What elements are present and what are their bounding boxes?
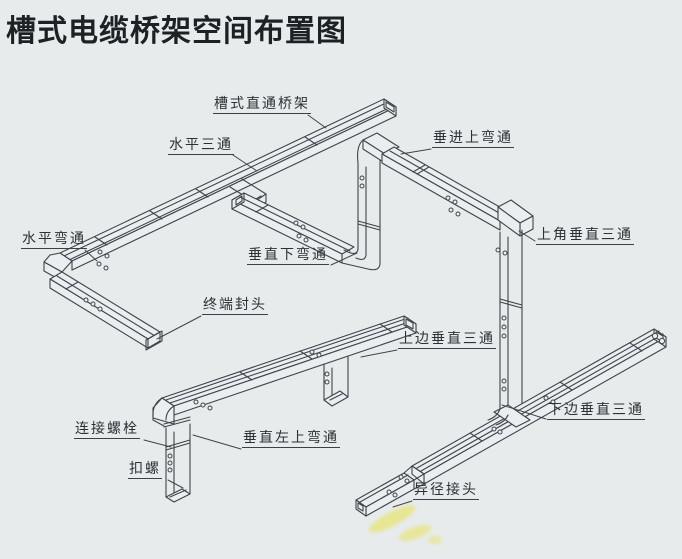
label-lower-side-vertical-tee: 下边垂直三通: [547, 401, 645, 421]
lower-side-vertical-tee-junction: [487, 404, 531, 435]
label-trough-straight-tray: 槽式直通桥架: [213, 95, 311, 115]
label-buckle-screw: 扣螺: [128, 460, 162, 480]
main-straight-tray: [59, 98, 397, 271]
highlighter-mark: [428, 536, 442, 544]
label-reducer-joint: 异径接头: [413, 481, 479, 501]
horizontal-elbow-and-end-cap: [43, 252, 163, 351]
label-upper-corner-vertical-tee: 上角垂直三通: [536, 226, 634, 246]
right-riser: [499, 229, 523, 416]
label-horizontal-elbow: 水平弯通: [21, 230, 87, 250]
vertical-left-up-elbow: [152, 397, 191, 503]
middle-tray: [161, 315, 417, 416]
gantry-top-run: [381, 146, 513, 231]
label-connecting-bolt: 连接螺栓: [74, 420, 140, 440]
upper-corner-vertical-tee: [495, 199, 534, 256]
label-upper-side-vertical-tee: 上边垂直三通: [398, 330, 496, 350]
label-vertical-down-bend: 垂直下弯通: [247, 246, 329, 266]
label-leader-lines: [84, 114, 547, 508]
tee-branch-run: [231, 192, 355, 264]
bottom-tray: [355, 328, 667, 517]
diagram-title: 槽式电缆桥架空间布置图: [6, 15, 347, 48]
label-end-cap: 终端封头: [202, 296, 268, 316]
label-vertical-up-bend: 垂进上弯通: [432, 129, 514, 149]
label-vertical-left-up-bend: 垂直左上弯通: [242, 429, 340, 449]
label-horizontal-tee: 水平三通: [168, 136, 234, 156]
upper-side-vertical-tee-stub: [323, 356, 349, 407]
